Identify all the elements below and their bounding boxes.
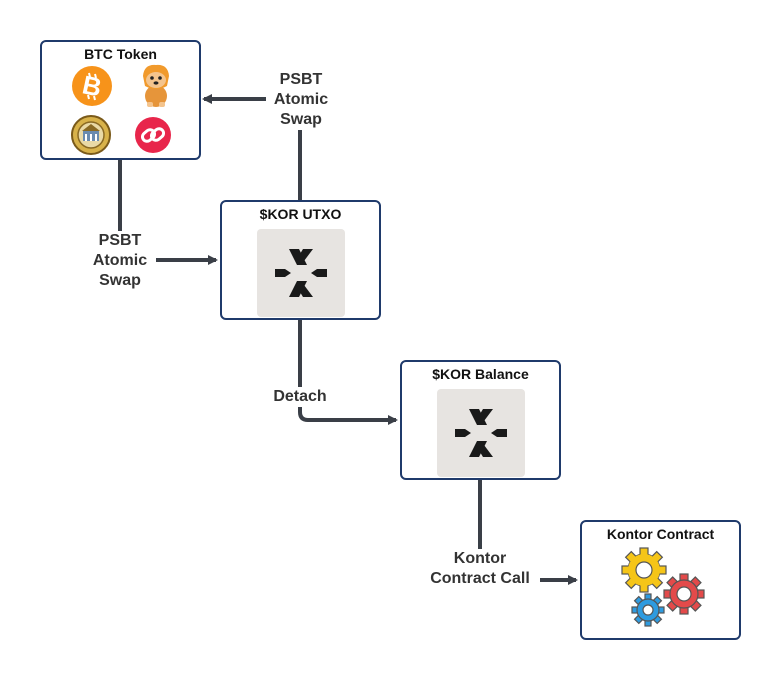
- link-token-icon: [135, 117, 171, 153]
- kor-utxo-box: $KOR UTXO: [220, 200, 381, 320]
- edge-label-line: PSBT: [98, 232, 142, 249]
- seal-icon: [71, 115, 111, 155]
- kor-logo-icon: [275, 249, 327, 297]
- edge-label-line: Detach: [273, 388, 327, 405]
- kor-balance-tile: [437, 389, 525, 477]
- edge-label-line: Swap: [280, 111, 322, 128]
- edge-label-line: Atomic: [92, 252, 148, 269]
- bitcoin-icon: B: [72, 66, 112, 106]
- kontor-contract-box: Kontor Contract: [580, 520, 741, 640]
- edge-label-line: Atomic: [273, 91, 329, 108]
- edge-label-line: Contract Call: [430, 570, 530, 587]
- kor-balance-box: $KOR Balance: [400, 360, 561, 480]
- gears-icon: [621, 547, 705, 627]
- kontor-contract-title: Kontor Contract: [606, 526, 715, 542]
- kor-utxo-tile: [257, 229, 345, 317]
- kor-balance-title: $KOR Balance: [432, 366, 529, 382]
- edge-label-contract-call: Kontor Contract Call: [420, 549, 540, 589]
- btc-token-box: BTC Token B: [40, 40, 201, 160]
- btc-token-title: BTC Token: [84, 46, 157, 62]
- dog-mascot-icon: [143, 64, 169, 107]
- edge-label-line: Swap: [99, 272, 141, 289]
- edge-label-line: Kontor: [453, 550, 507, 567]
- edge-label-psbt-top: PSBT Atomic Swap: [266, 70, 336, 130]
- edge-label-psbt-left: PSBT Atomic Swap: [84, 231, 156, 291]
- connector-detach: [298, 320, 398, 425]
- edge-label-detach: Detach: [266, 387, 334, 407]
- kor-utxo-title: $KOR UTXO: [259, 206, 342, 222]
- kor-logo-icon: [455, 409, 507, 457]
- edge-label-line: PSBT: [279, 71, 323, 88]
